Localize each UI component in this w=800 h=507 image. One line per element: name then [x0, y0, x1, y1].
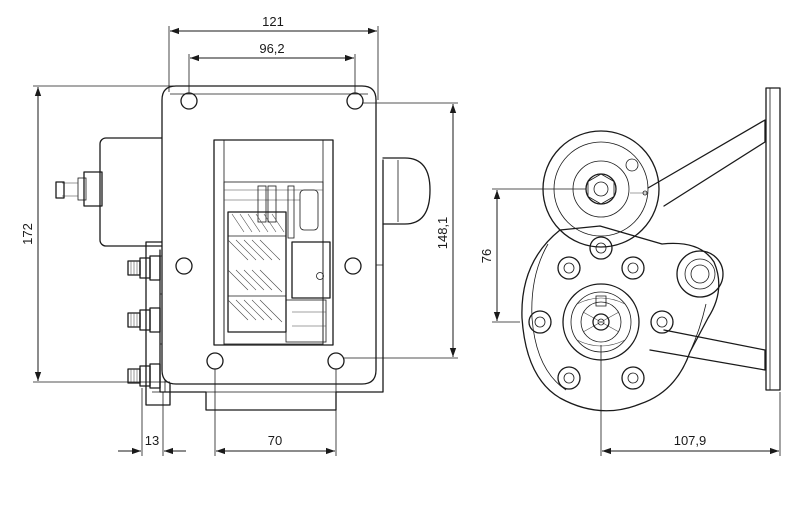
housing-outline [159, 159, 384, 411]
dim-side-height: 76 [479, 249, 494, 263]
front-view [55, 85, 431, 411]
pump-bolt-upper-right [621, 256, 645, 280]
side-mounting-plate [765, 87, 781, 391]
pump-body [521, 225, 720, 412]
dim-overall-width: 121 [262, 14, 284, 29]
terminal-post-top [127, 255, 161, 281]
dimension-lines [33, 26, 781, 456]
mounting-flange [161, 85, 377, 385]
side-port [676, 250, 724, 298]
pump-bolt-top [589, 236, 613, 260]
flange-opening [213, 139, 334, 346]
shift-pin [316, 272, 324, 280]
solenoid-body [99, 137, 171, 247]
side-view [521, 87, 781, 412]
dim-terminal-offset: 13 [145, 433, 159, 448]
support-web-upper [647, 119, 766, 207]
solenoid-connector [83, 171, 103, 207]
dim-side-depth: 107,9 [674, 433, 707, 448]
pump-shaft-center [592, 313, 610, 331]
dim-hole-spacing-height: 148,1 [435, 217, 450, 250]
solenoid-pin [55, 181, 65, 199]
terminal-post-bottom [127, 363, 161, 389]
dim-hole-spacing-width: 96,2 [259, 41, 284, 56]
pump-bolt-right [650, 310, 674, 334]
support-web-lower [649, 329, 766, 371]
pump-bolt-upper-left [557, 256, 581, 280]
gear-mechanism [223, 181, 331, 345]
upper-shaft-nut [585, 173, 617, 205]
terminal-post-middle [127, 307, 161, 333]
pump-bolt-left [528, 310, 552, 334]
bolt-hole-mid-right [344, 257, 362, 275]
helical-gear [227, 211, 287, 333]
bolt-hole-mid-left [175, 257, 193, 275]
dim-overall-height: 172 [20, 223, 35, 245]
pump-bolt-lower-right [621, 366, 645, 390]
output-boss [382, 157, 431, 225]
pump-bolt-lower-left [557, 366, 581, 390]
upper-side-bolt [625, 158, 639, 172]
shift-block [291, 241, 331, 299]
dim-lower-hole-spacing: 70 [268, 433, 282, 448]
